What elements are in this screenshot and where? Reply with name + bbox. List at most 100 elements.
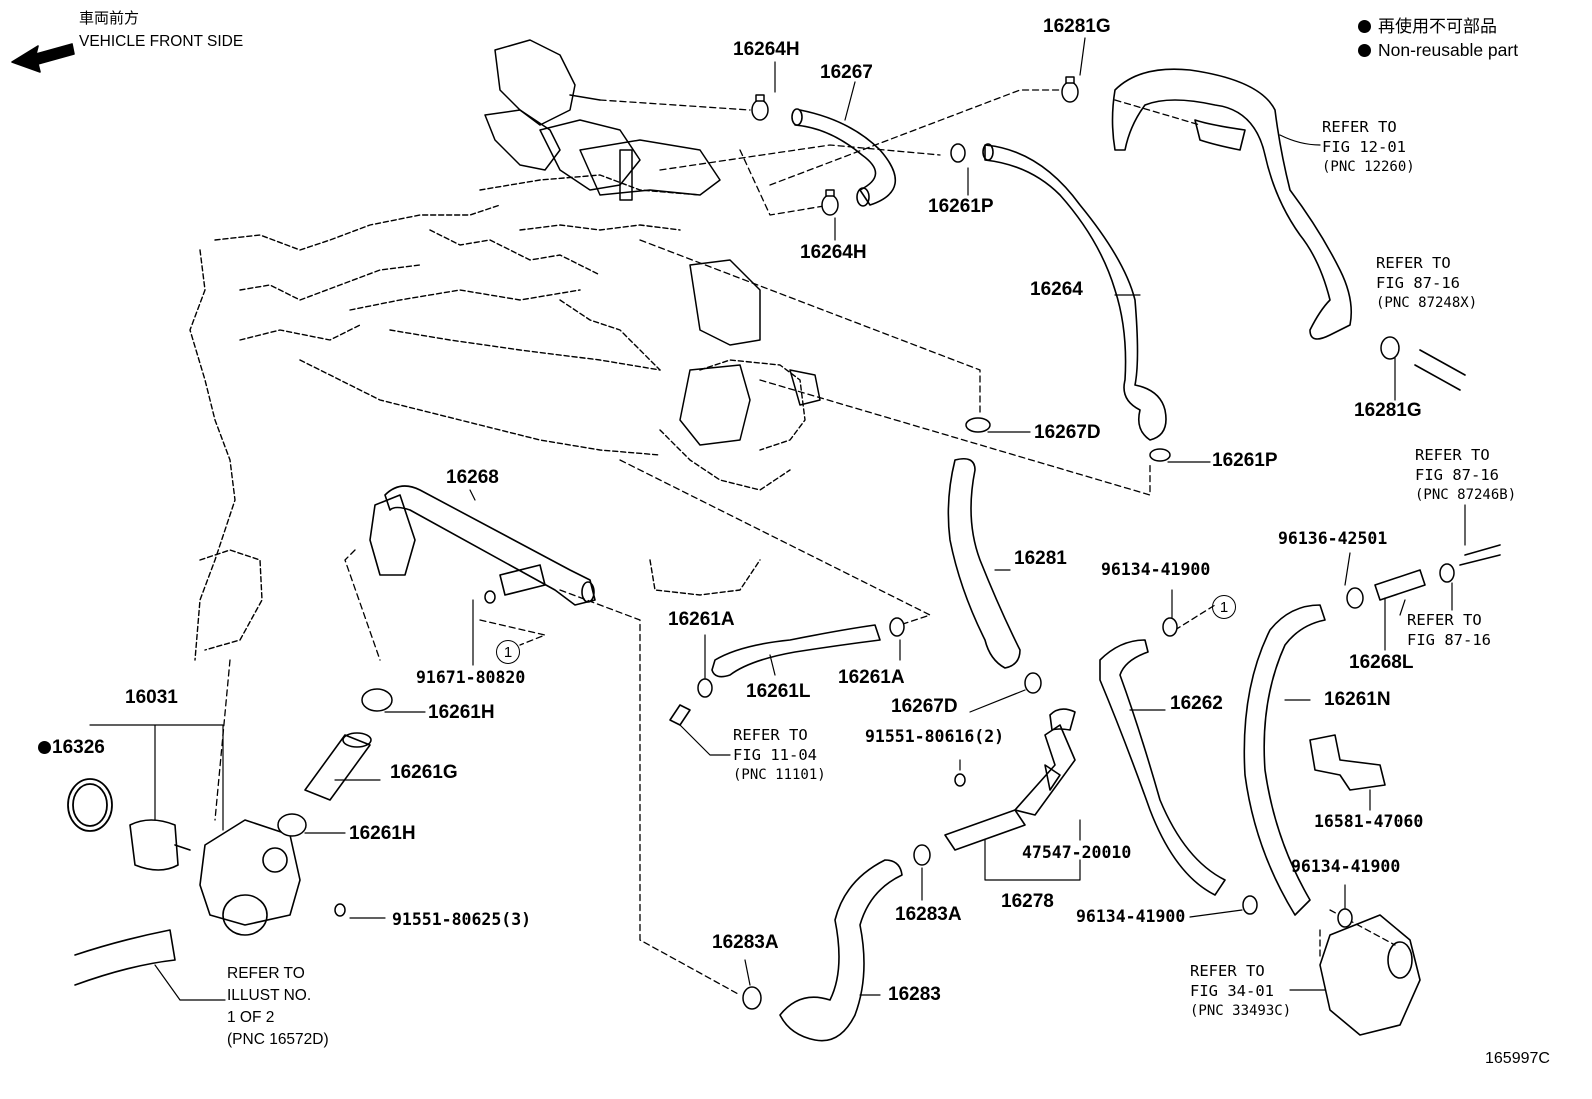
hose-16281G-upper [1111,68,1353,340]
part-16264[interactable]: 16264 [1030,279,1083,300]
part-96134-41900-c[interactable]: 96134-41900 [1076,907,1186,926]
legend-en-text: Non-reusable part [1378,40,1519,60]
part-96134-41900-b[interactable]: 96134-41900 [1291,857,1401,876]
direction-label-jp: 車両前方 [79,10,140,27]
non-reusable-dot-icon [1358,20,1371,33]
part-16261N[interactable]: 16261N [1324,689,1391,710]
pipe-refer-11101 [669,704,691,726]
ref-line: FIG 11-04 [733,746,817,764]
part-16281G-top[interactable]: 16281G [1043,16,1111,37]
circled-callout-1-right[interactable]: 1 [1212,595,1236,619]
ref-illust-no[interactable]: REFER TO ILLUST NO. 1 OF 2 (PNC 16572D) [227,963,329,1051]
legend-en: Non-reusable part [1358,40,1519,60]
part-16261H-b[interactable]: 16261H [349,823,416,844]
leader-lines [214,89,1396,996]
ref-line: (PNC 33493C) [1190,1003,1292,1019]
engine-block-outline [189,174,806,661]
ref-line: (PNC 11101) [733,767,826,783]
part-16261L[interactable]: 16261L [746,681,811,702]
hose-lower-left [74,929,176,986]
gasket-16326 [67,778,113,832]
clamps [277,76,1455,1010]
part-16267D-top[interactable]: 16267D [1034,422,1101,443]
part-16283A-b[interactable]: 16283A [712,932,779,953]
ref-fig-34-01[interactable]: REFER TO FIG 34-01 (PNC 33493C) [1190,961,1291,1021]
thermostat-16031 [129,819,191,871]
hose-16261L [711,624,881,678]
front-arrow-icon [11,43,75,73]
ref-line: (PNC 12260) [1322,159,1415,175]
part-16581-47060[interactable]: 16581-47060 [1314,812,1424,831]
part-47547-20010[interactable]: 47547-20010 [1022,843,1132,862]
part-16261A-left[interactable]: 16261A [668,609,735,630]
oil-cooler [1319,914,1421,1036]
housing-16031 [199,819,301,936]
legend-jp: 再使用不可部品 [1358,18,1497,35]
non-reusable-dot-icon [38,741,51,754]
ref-fig-87-16-b[interactable]: REFER TO FIG 87-16 (PNC 87246B) [1415,445,1516,505]
part-16031[interactable]: 16031 [125,687,178,708]
part-16264H-bottom[interactable]: 16264H [800,242,867,263]
part-16264H-top[interactable]: 16264H [733,39,800,60]
hose-16264 [982,143,1167,441]
ref-line: FIG 87-16 [1376,274,1460,292]
figure-id: 165997C [1485,1050,1550,1067]
part-16267[interactable]: 16267 [820,62,873,83]
ref-line: FIG 34-01 [1190,982,1274,1000]
ref-line: FIG 12-01 [1322,138,1406,156]
direction-label-en: VEHICLE FRONT SIDE [79,33,244,50]
part-16283A-a[interactable]: 16283A [895,904,962,925]
ref-line: REFER TO [1322,118,1397,136]
ref-fig-12-01[interactable]: REFER TO FIG 12-01 (PNC 12260) [1322,117,1415,177]
part-16278[interactable]: 16278 [1001,891,1054,912]
part-91551-80625[interactable]: 91551-80625(3) [392,910,532,929]
bracket-16581 [1309,734,1386,791]
part-16267D-bottom[interactable]: 16267D [891,696,958,717]
hose-16283 [779,859,903,1042]
ref-line: (PNC 16572D) [227,1031,329,1048]
ref-fig-87-16-c[interactable]: REFER TO FIG 87-16 [1407,610,1491,650]
ref-line: REFER TO [1190,962,1265,980]
non-reusable-dot-icon [1358,44,1371,57]
throttle-body-outline [484,39,821,446]
hose-16267 [791,108,896,207]
circled-callout-1-left[interactable]: 1 [496,640,520,664]
part-16281G-right[interactable]: 16281G [1354,400,1422,421]
ref-fig-11-04[interactable]: REFER TO FIG 11-04 (PNC 11101) [733,725,826,785]
joint-16268L [1374,544,1501,601]
part-16261P-mid[interactable]: 16261P [1212,450,1278,471]
part-16261A-right[interactable]: 16261A [838,667,905,688]
ref-fig-87-16-a[interactable]: REFER TO FIG 87-16 (PNC 87248X) [1376,253,1477,313]
part-91551-80616[interactable]: 91551-80616(2) [865,727,1005,746]
ref-line: REFER TO [227,965,305,982]
ref-line: (PNC 87248X) [1376,295,1478,311]
part-91671-80820[interactable]: 91671-80820 [416,668,526,687]
part-96136-42501[interactable]: 96136-42501 [1278,529,1388,548]
part-16283[interactable]: 16283 [888,984,941,1005]
part-16326[interactable]: 16326 [38,738,105,757]
pipe-refer-87248X [1414,349,1466,391]
hose-16261G [304,732,372,801]
ref-line: (PNC 87246B) [1415,487,1517,503]
hose-16262 [1099,639,1226,896]
hose-16281 [947,457,1021,669]
pipe-16268 [369,485,596,606]
part-96134-41900-a[interactable]: 96134-41900 [1101,560,1211,579]
part-16326-text: 16326 [52,737,105,758]
part-16268[interactable]: 16268 [446,467,499,488]
part-16268L[interactable]: 16268L [1349,652,1414,673]
ref-line: REFER TO [1407,611,1482,629]
ref-line: FIG 87-16 [1407,631,1491,649]
part-16281[interactable]: 16281 [1014,548,1067,569]
ref-line: REFER TO [1376,254,1451,272]
part-16261P-top[interactable]: 16261P [928,196,994,217]
ref-line: 1 OF 2 [227,1009,275,1026]
ref-line: ILLUST NO. [227,987,312,1004]
part-16261G[interactable]: 16261G [390,762,458,783]
pipe-16278 [944,708,1076,851]
part-16261H-a[interactable]: 16261H [428,702,495,723]
ref-line: REFER TO [1415,446,1490,464]
part-16262[interactable]: 16262 [1170,693,1223,714]
